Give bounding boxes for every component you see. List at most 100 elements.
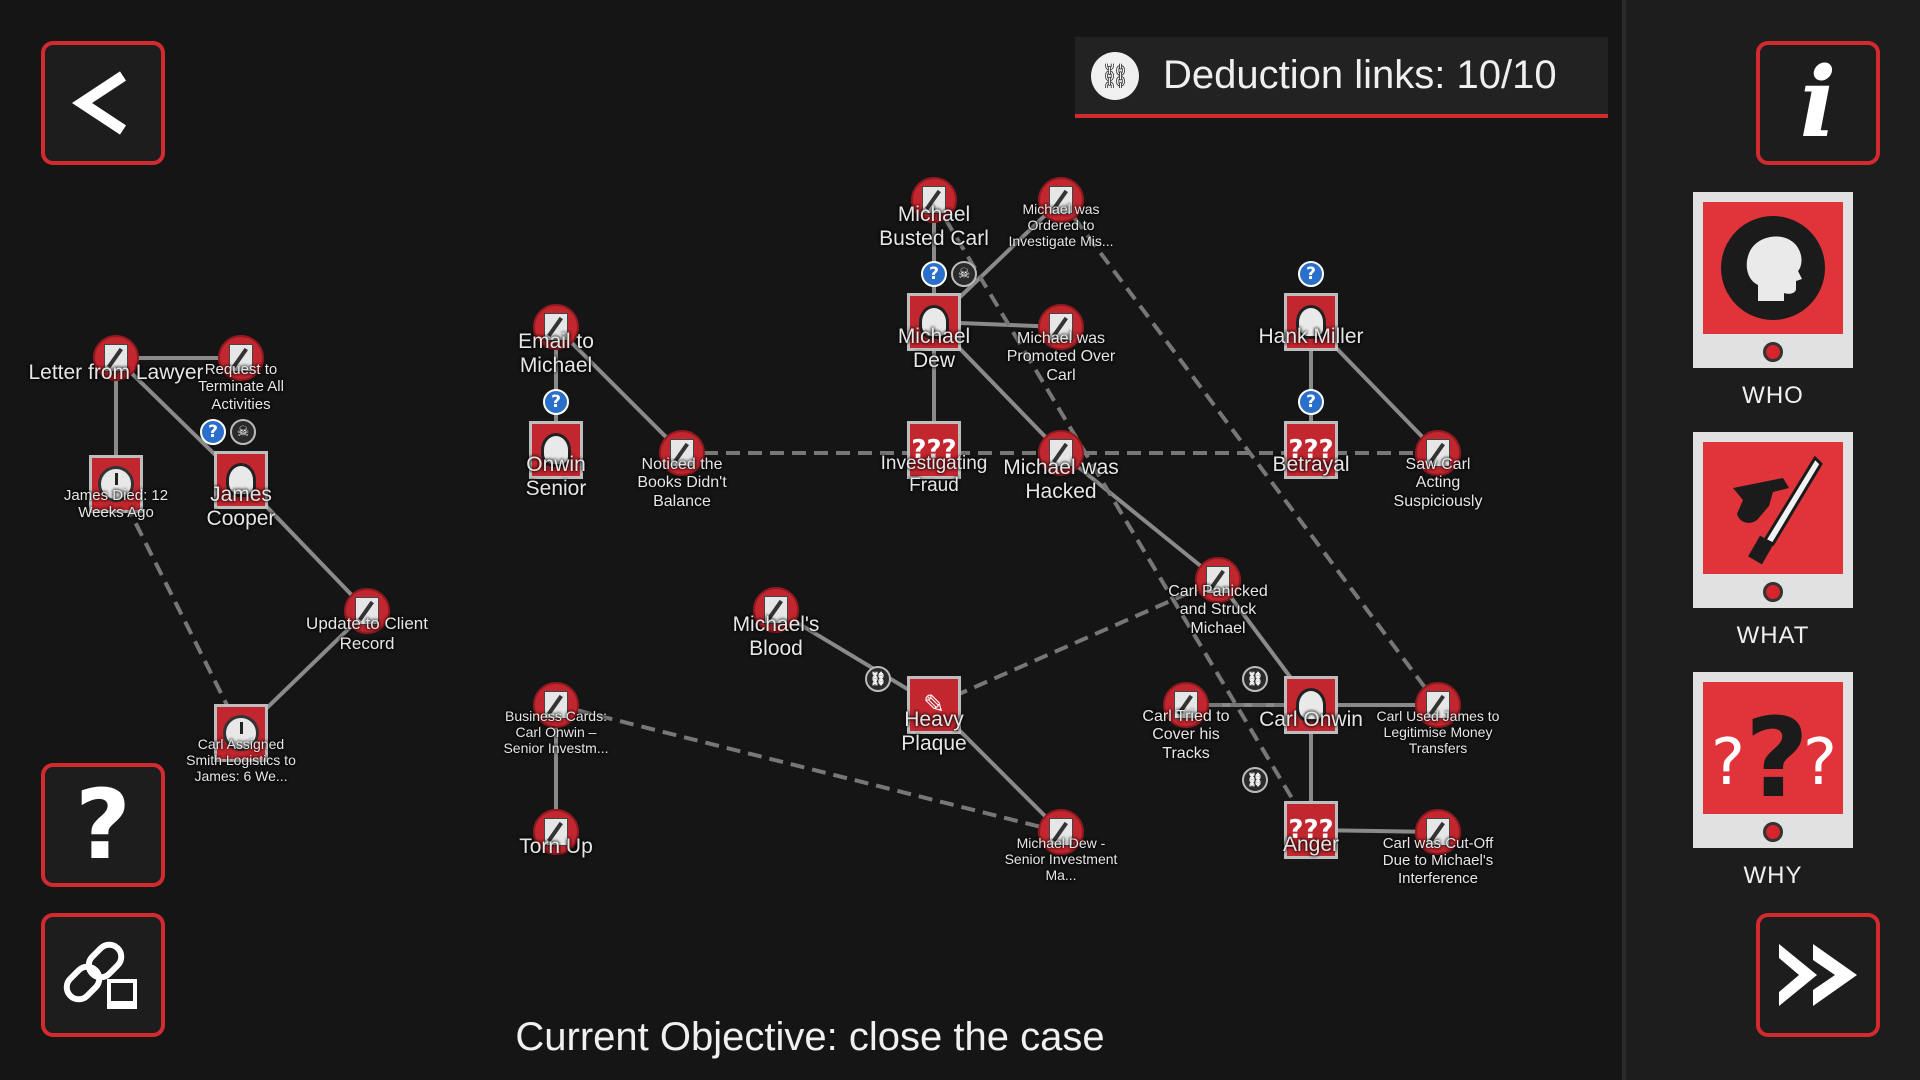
category-label: WHO <box>1742 382 1804 409</box>
clue-node[interactable]: Michael was Hacked <box>1003 430 1119 503</box>
node-label: Carl Onwin <box>1259 708 1363 731</box>
clue-pin-icon <box>1415 682 1461 728</box>
clue-pin-icon <box>1415 430 1461 476</box>
motive-node[interactable]: ??? ? Betrayal <box>1272 389 1350 479</box>
clue-node[interactable]: Carl was Cut-Off Due to Michael's Interf… <box>1383 809 1493 887</box>
node-label: Michael was Hacked <box>1003 456 1119 504</box>
clock-icon <box>214 704 268 762</box>
clue-pin-icon <box>1038 304 1084 350</box>
node-label: Email to Michael <box>518 330 594 378</box>
node-label: Anger <box>1282 833 1340 856</box>
chain-link-icon: ⛓ <box>865 666 891 692</box>
deduction-link <box>932 198 1313 832</box>
fact-node[interactable]: Carl Assigned Smith Logistics to James: … <box>186 704 296 784</box>
question-marks-icon: ? ? ? <box>1703 682 1843 814</box>
unknown-badge-icon: ? <box>543 389 569 415</box>
clue-pin-icon <box>659 430 705 476</box>
svg-text:?: ? <box>1711 726 1745 800</box>
gun-knife-icon <box>1703 442 1843 574</box>
clue-pin-icon <box>93 335 139 381</box>
category-why[interactable]: ? ? ? WHY <box>1693 672 1853 890</box>
question-mark-icon: ? <box>75 769 131 881</box>
head-icon <box>1284 293 1338 351</box>
advance-button[interactable] <box>1756 913 1880 1037</box>
category-what[interactable]: WHAT <box>1693 432 1853 650</box>
clue-node[interactable]: Email to Michael <box>518 304 594 377</box>
clue-node[interactable]: Michael Busted Carl <box>879 177 989 250</box>
person-node[interactable]: ? ☠ Michael Dew <box>898 261 977 372</box>
question-marks-icon: ??? <box>1284 421 1338 479</box>
link-mode-button[interactable] <box>41 913 165 1037</box>
clue-pin-icon <box>344 588 390 634</box>
clue-node[interactable]: Noticed the Books Didn't Balance <box>637 430 727 510</box>
fast-forward-icon <box>1779 944 1857 1006</box>
clue-node[interactable]: Carl Panicked and Struck Michael <box>1168 557 1268 637</box>
fact-node[interactable]: James Died: 12 Weeks Ago <box>64 455 168 521</box>
person-node[interactable]: ? Hank Miller <box>1258 261 1364 351</box>
person-node[interactable]: ? ☠ James Cooper <box>200 419 275 530</box>
clue-pin-icon <box>1038 177 1084 223</box>
clue-pin-icon <box>533 682 579 728</box>
clock-icon <box>89 455 143 513</box>
info-icon: i <box>1799 46 1837 159</box>
clue-node[interactable]: Request to Terminate All Activities <box>198 335 284 413</box>
back-button[interactable] <box>41 41 165 165</box>
clue-node[interactable]: Carl Tried to Cover his Tracks <box>1142 682 1230 762</box>
clue-node[interactable]: Letter from Lawyer <box>28 335 204 384</box>
clue-node[interactable]: Update to Client Record <box>306 588 428 653</box>
category-dot <box>1763 822 1783 842</box>
clue-pin-icon <box>533 809 579 855</box>
right-panel: i WHO WHAT <box>1622 0 1920 1080</box>
unknown-badge-icon: ? <box>200 419 226 445</box>
person-node[interactable]: ? Onwin Senior <box>526 389 586 500</box>
category-who[interactable]: WHO <box>1693 192 1853 410</box>
motive-node[interactable]: ??? ⛓ Anger <box>1242 767 1340 859</box>
deduction-link <box>114 483 243 734</box>
clue-pin-icon <box>1163 682 1209 728</box>
node-label: Saw Carl Acting Suspiciously <box>1393 456 1483 510</box>
clue-node[interactable]: Business Cards: Carl Onwin – Senior Inve… <box>503 682 609 756</box>
clue-pin-icon <box>1038 809 1084 855</box>
what-card <box>1693 432 1853 608</box>
node-label: Letter from Lawyer <box>28 361 204 384</box>
person-node[interactable]: ⛓ Carl Onwin <box>1242 666 1363 734</box>
node-label: Carl Assigned Smith Logistics to James: … <box>186 736 296 785</box>
node-label: Michael's Blood <box>732 613 820 661</box>
chain-link-icon <box>63 941 137 1009</box>
clue-node[interactable]: Torn Up <box>519 809 593 858</box>
node-label: James Cooper <box>206 483 276 531</box>
clue-node[interactable]: Michael's Blood <box>733 587 819 660</box>
motive-node[interactable]: ??? Investigating Fraud <box>881 421 987 496</box>
why-card: ? ? ? <box>1693 672 1853 848</box>
node-label: Update to Client Record <box>306 614 428 653</box>
clue-node[interactable]: Michael Dew - Senior Investment Ma... <box>1005 809 1117 883</box>
weapon-node[interactable]: ✎ ⛓ Heavy Plaque <box>865 666 967 755</box>
node-label: Request to Terminate All Activities <box>198 361 284 413</box>
info-button[interactable]: i <box>1756 41 1880 165</box>
node-label: Carl Tried to Cover his Tracks <box>1142 708 1230 762</box>
clue-node[interactable]: Michael was Ordered to Investigate Mis..… <box>1008 177 1114 249</box>
who-card <box>1693 192 1853 368</box>
category-label: WHY <box>1743 862 1803 889</box>
clue-node[interactable]: Michael was Promoted Over Carl <box>1007 304 1115 384</box>
clue-pin-icon <box>911 177 957 223</box>
clue-node[interactable]: Carl Used James to Legitimise Money Tran… <box>1377 682 1499 756</box>
skull-icon: ☠ <box>951 261 977 287</box>
chevron-left-icon <box>71 71 127 135</box>
link <box>1059 451 1220 582</box>
deduction-link <box>1059 198 1440 707</box>
head-icon <box>529 421 583 479</box>
category-dot <box>1763 582 1783 602</box>
node-label: Torn Up <box>519 835 593 858</box>
node-label: Noticed the Books Didn't Balance <box>637 456 727 510</box>
unknown-badge-icon: ? <box>1298 261 1324 287</box>
node-label: Carl Used James to Legitimise Money Tran… <box>1376 708 1500 757</box>
node-label: Investigating Fraud <box>880 453 988 496</box>
node-label: Onwin Senior <box>525 453 587 501</box>
unknown-badge-icon: ? <box>921 261 947 287</box>
clue-pin-icon <box>218 335 264 381</box>
question-marks-icon: ??? <box>1284 801 1338 859</box>
clue-node[interactable]: Saw Carl Acting Suspiciously <box>1394 430 1482 510</box>
help-button[interactable]: ? <box>41 763 165 887</box>
chain-link-icon: ⛓ <box>1242 767 1268 793</box>
